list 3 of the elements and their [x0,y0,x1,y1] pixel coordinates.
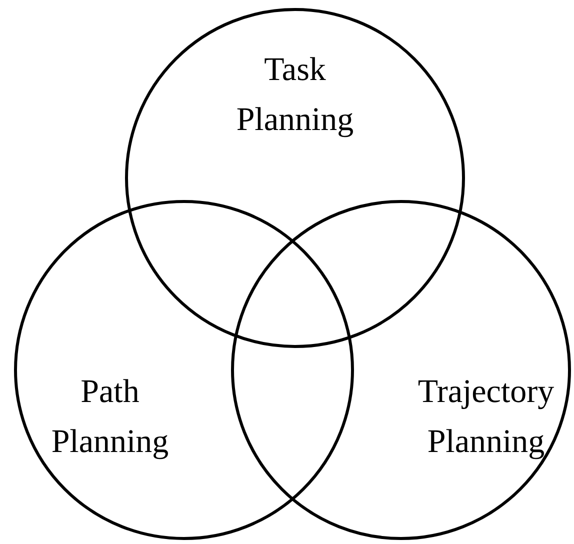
circle-label: Trajectory Planning [416,373,556,462]
circle-label: Path Planning [50,373,170,462]
circle-label: Task Planning [235,51,355,140]
